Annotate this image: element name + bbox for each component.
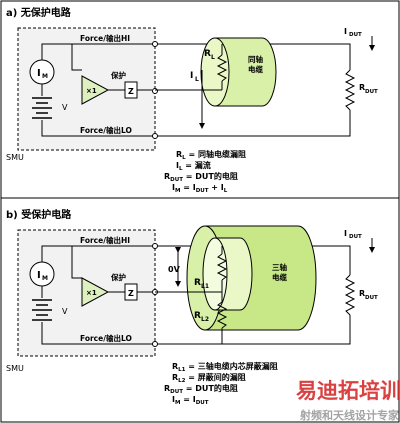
panel-a-amp-gain: ×1 [86, 87, 97, 95]
panel-b-ammeter [29, 261, 55, 287]
panel-a-hi-wire [41, 43, 351, 70]
panel-b-idut: I [344, 229, 347, 238]
panel-b-meter-label: I [37, 270, 41, 281]
panel-a-terminal-hi [152, 41, 158, 47]
panel-a-guard-label: 保护 [110, 70, 126, 80]
panel-b-rl2: R [194, 311, 201, 321]
panel-b-force-hi: Force/输出HI [80, 235, 130, 245]
panel-b-legend-3: RDUT = DUT的电阻 [164, 383, 238, 395]
panel-a-title: a) 无保护电路 [6, 6, 72, 19]
panel-a-cable-label-2: 电缆 [248, 64, 263, 74]
panel-a-meter-label: I [37, 68, 41, 79]
panel-b-title: b) 受保护电路 [6, 208, 72, 221]
panel-a-rdut: R [359, 83, 365, 92]
panel-a-ammeter [29, 59, 55, 85]
panel-b-lo-wire [41, 315, 351, 345]
panel-b-terminal-lo [152, 341, 158, 347]
panel-b-legend-1: RL1 = 三轴电缆内芯屏蔽漏阻 [172, 361, 278, 373]
panel-b-buffer-amp [81, 277, 110, 307]
panel-a-legend-1: RL = 同轴电缆漏阻 [176, 149, 246, 161]
panel-b-guard-label: 保护 [110, 272, 126, 282]
panel-a-dut-resistor [344, 69, 356, 111]
panel-a-il-sub: L [195, 76, 199, 83]
panel-a-idut: I [344, 27, 347, 36]
panel-a-terminal-lo [152, 133, 158, 139]
panel-b-legend: RL1 = 三轴电缆内芯屏蔽漏阻 RL2 = 屏蔽间的漏阻 RDUT = DUT… [164, 361, 278, 406]
panel-a-force-lo: Force/输出LO [80, 125, 132, 135]
panel-b-terminal-hi [152, 243, 158, 249]
panel-a-smu-label: SMU [6, 153, 24, 162]
panel-b-legend-2: RL2 = 屏蔽间的漏阻 [172, 372, 246, 384]
panel-b-rl1: R [194, 278, 201, 288]
panel-a-rl: R [204, 49, 211, 59]
panel-b-z: Z [128, 289, 134, 298]
watermark-main: 易迪拓培训 [296, 379, 400, 403]
panel-a-il: I [190, 71, 193, 81]
panel-a-legend-3: RDUT = DUT的电阻 [164, 171, 238, 183]
panel-b-rdut-sub: DUT [365, 295, 378, 301]
panel-b-legend-4: IM = IDUT [172, 395, 209, 406]
watermark: 易迪拓培训 射频和天线设计专家 [296, 379, 400, 422]
panel-a-terminal-guard [152, 88, 158, 94]
panel-a-meter-sub: M [42, 73, 48, 80]
panel-a-rl-sub: L [211, 54, 215, 61]
panel-a-voltage-label: V [62, 103, 68, 112]
panel-b-smu-label: SMU [6, 364, 24, 373]
panel-a-rdut-sub: DUT [365, 89, 378, 95]
panel-b-rl2-sub: L2 [201, 316, 209, 323]
panel-a: a) 无保护电路 SMU Force/输出HI Force/输出LO I M V… [6, 6, 378, 194]
panel-b-rl1-sub: L1 [201, 283, 209, 290]
panel-b-rl1-resistor [216, 253, 228, 281]
panel-b-zero-v: 0V [168, 265, 181, 274]
panel-b-voltage-label: V [62, 307, 68, 316]
panel-a-legend-2: IL = 漏流 [176, 160, 211, 172]
panel-b-rl2-resistor [216, 301, 228, 329]
panel-b-cable-label-2: 电缆 [272, 272, 287, 282]
watermark-sub: 射频和天线设计专家 [299, 408, 400, 422]
panel-a-legend: RL = 同轴电缆漏阻 IL = 漏流 RDUT = DUT的电阻 IM = I… [164, 149, 246, 194]
panel-b-force-lo: Force/输出LO [80, 333, 132, 343]
panel-a-coax-cable [214, 37, 277, 107]
panel-b-amp-gain: ×1 [86, 289, 97, 297]
panel-b-idut-sub: DUT [349, 234, 362, 240]
panel-a-buffer-amp [81, 75, 110, 105]
panel-a-cable-label-1: 同轴 [248, 54, 263, 64]
panel-b-meter-sub: M [42, 275, 48, 282]
panel-b-rdut: R [359, 289, 365, 298]
panel-a-z: Z [128, 87, 134, 96]
panel-a-lo-wire [41, 110, 351, 137]
panel-a-leakage-resistor [216, 54, 228, 82]
panel-a-idut-sub: DUT [349, 32, 362, 38]
panel-a-legend-4: IM = IDUT + IL [172, 183, 228, 194]
panel-b-cable-label-1: 三轴 [272, 262, 287, 272]
panel-a-force-hi: Force/输出HI [80, 33, 130, 43]
panel-b-dut-resistor [344, 274, 356, 316]
panel-b: b) 受保护电路 SMU Force/输出HI Force/输出LO I M V… [6, 208, 378, 406]
